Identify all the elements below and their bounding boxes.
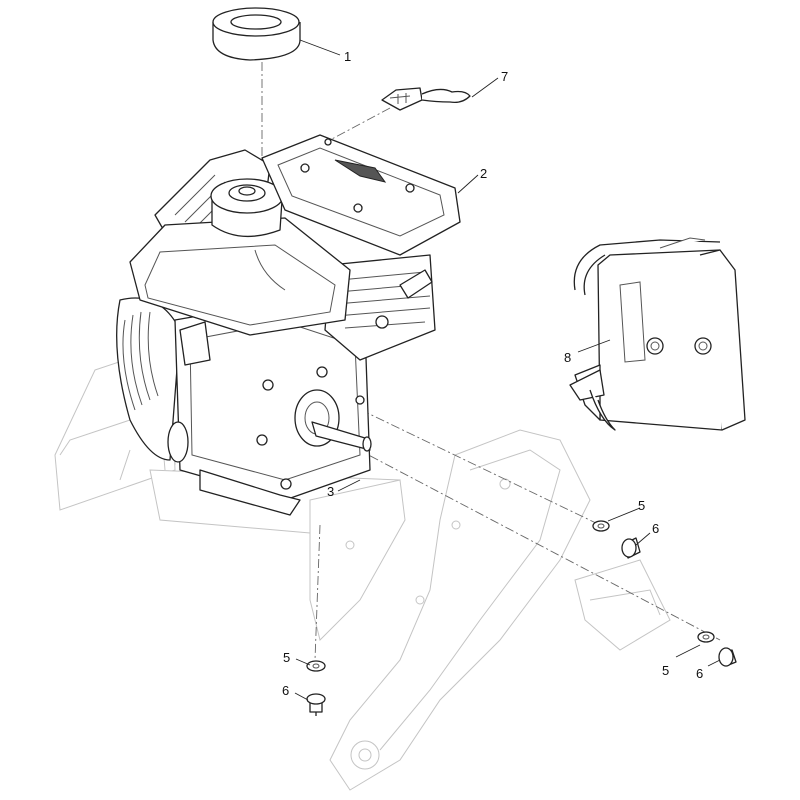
- part-seal-ring: [212, 7, 301, 61]
- callout-7: 7: [501, 69, 508, 84]
- callout-6-lower-right: 6: [696, 666, 703, 681]
- callout-6-bottom-left: 6: [282, 683, 289, 698]
- callout-3: 3: [327, 484, 334, 499]
- callout-5-lower-right: 5: [662, 663, 669, 678]
- leader-lines: [294, 39, 721, 701]
- callout-5-upper-right: 5: [638, 498, 645, 513]
- part-tether-tag: [381, 87, 471, 111]
- callout-2: 2: [480, 166, 487, 181]
- callout-1: 1: [344, 49, 351, 64]
- engine-assembly: [116, 134, 461, 516]
- center-lines: [261, 62, 721, 661]
- callout-8: 8: [564, 350, 571, 365]
- fasteners: [306, 520, 737, 716]
- callout-6-upper-right: 6: [652, 521, 659, 536]
- part-muffler-inset: [569, 237, 746, 431]
- callout-5-bottom-left: 5: [283, 650, 290, 665]
- callout-labels: 1 2 3 5 6 5 6 5 6 7 8: [282, 49, 703, 698]
